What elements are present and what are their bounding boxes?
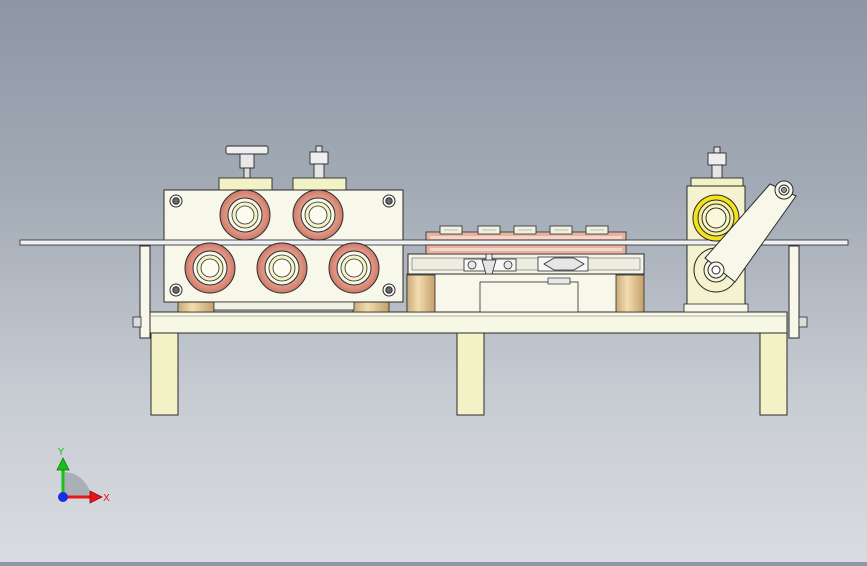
left-block-rollers xyxy=(184,189,380,294)
leg-center xyxy=(456,332,485,416)
left-block-spacers xyxy=(177,299,390,313)
tension-lever[interactable] xyxy=(704,180,797,283)
straightening-roller-top-1 xyxy=(219,189,271,241)
right-hex-nut[interactable] xyxy=(707,146,727,181)
center-roller-unit[interactable] xyxy=(406,243,645,313)
tee-handle-adjuster[interactable] xyxy=(225,145,269,181)
y-axis-label: Y xyxy=(57,447,65,458)
support-legs xyxy=(150,332,788,416)
straightening-roller-bottom-2 xyxy=(256,242,308,294)
leg-left xyxy=(150,332,179,416)
x-axis-label: X xyxy=(103,493,110,504)
hex-nut-adjuster[interactable] xyxy=(309,145,329,181)
center-rollers[interactable] xyxy=(425,225,627,255)
straightening-roller-bottom-1 xyxy=(184,242,236,294)
straightening-roller-top-2 xyxy=(292,189,344,241)
straightening-roller-bottom-3 xyxy=(328,242,380,294)
coordinate-triad[interactable]: Y X xyxy=(56,447,110,504)
side-uprights xyxy=(139,245,800,339)
leg-right xyxy=(759,332,788,416)
z-axis-dot xyxy=(58,492,68,502)
corner-screws xyxy=(169,194,396,297)
base-plate xyxy=(132,311,808,334)
